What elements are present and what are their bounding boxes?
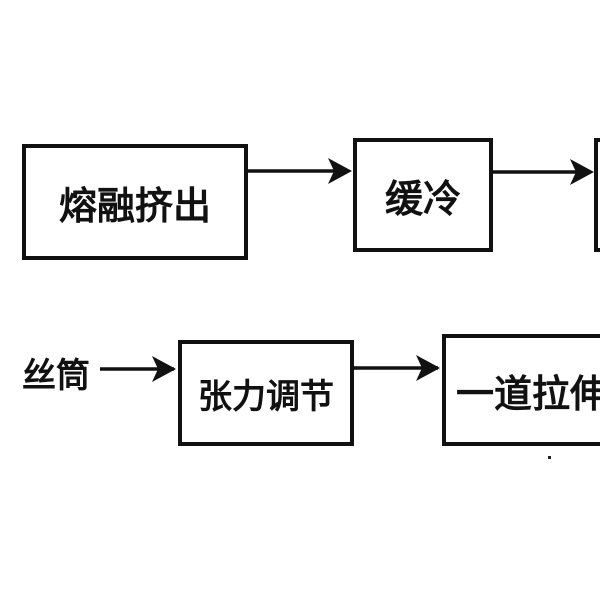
node-slow-cooling-label: 缓冷 [384,176,461,221]
arrowhead-extrusion-to-slow-cool [328,158,352,184]
node-tension-adjust: 张力调节 [178,340,354,446]
arrowhead-tension-to-draw [416,355,440,381]
node-melt-extrusion-label: 熔融挤出 [58,183,211,228]
node-spool-label: 丝筒 [22,356,90,396]
arrowhead-slow-cool-to-next [570,159,594,185]
node-first-drawing-label: 一道拉伸 [456,371,600,416]
node-offscreen-next [594,138,600,252]
node-slow-cooling: 缓冷 [353,138,493,252]
node-first-drawing: 一道拉伸 [442,334,600,446]
node-melt-extrusion: 熔融挤出 [22,144,248,260]
node-tension-adjust-label: 张力调节 [198,376,334,417]
arrowhead-spool-to-tension [152,356,176,382]
scan-speck [548,456,551,459]
